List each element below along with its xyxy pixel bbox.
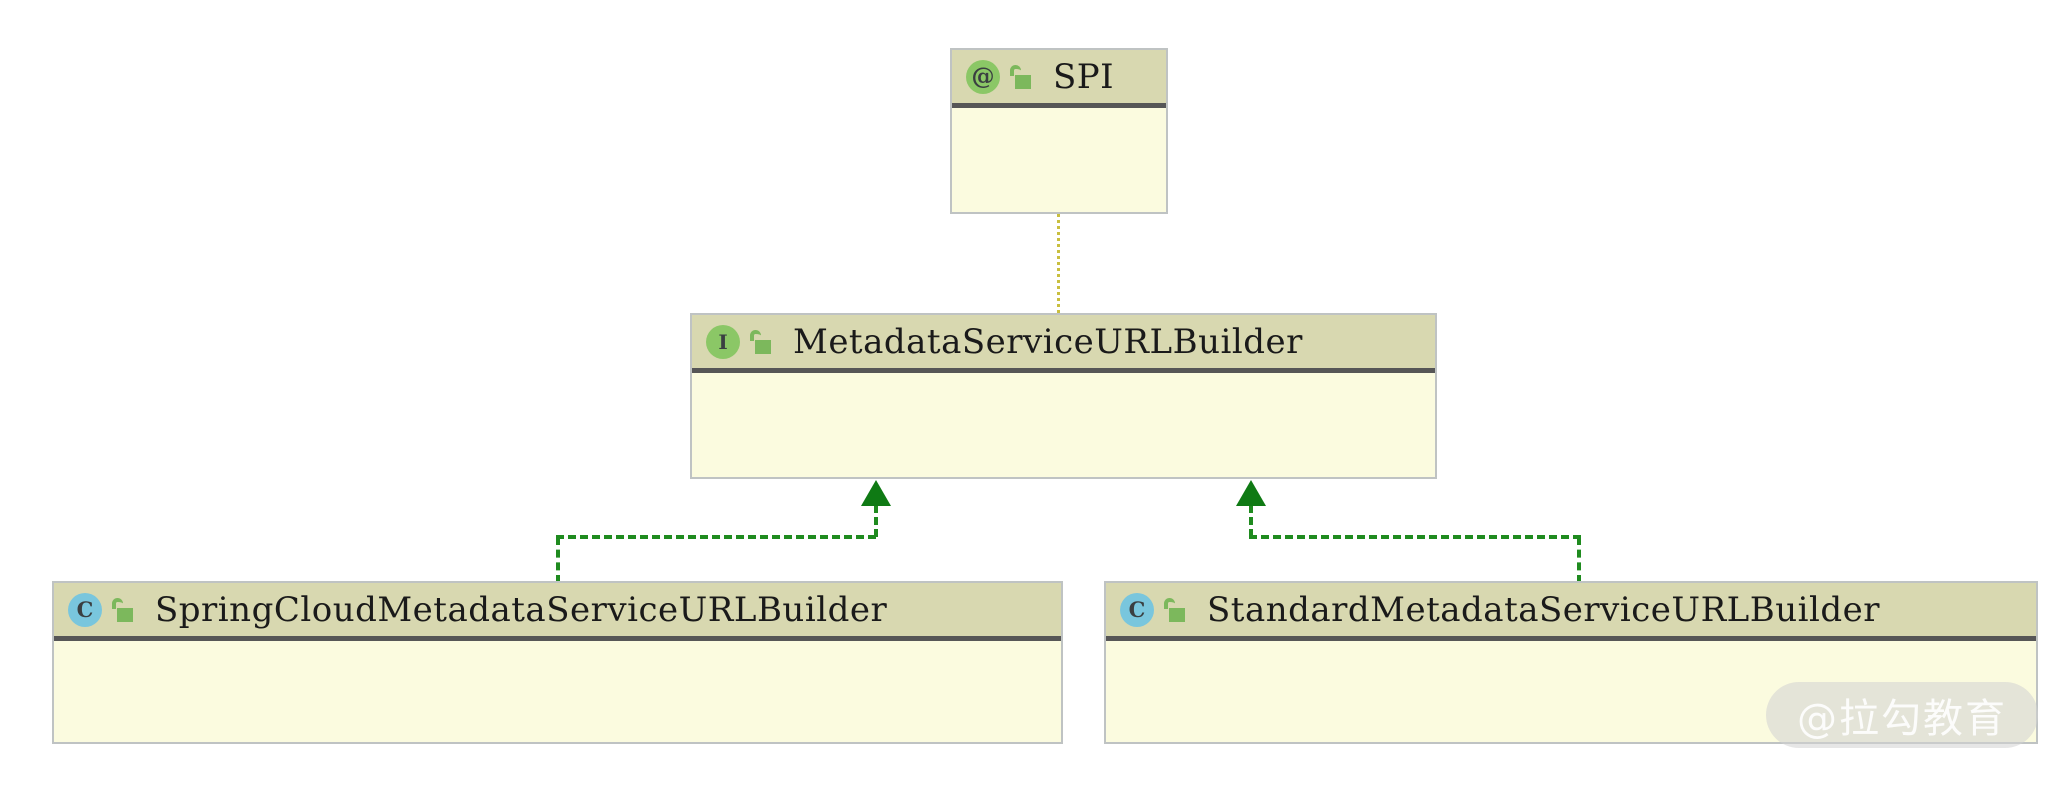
realization-arrowhead-standard [1236,480,1266,506]
unlocked-padlock-icon [1009,64,1031,89]
uml-node-spring-cloud-metadata-service-url-builder[interactable]: C SpringCloudMetadataServiceURLBuilder [52,581,1063,744]
unlocked-padlock-icon [111,597,133,622]
uml-node-standard-metadata-service-url-builder-title: StandardMetadataServiceURLBuilder [1207,589,1881,630]
edge-standard-vertical-upper [1249,505,1253,537]
edge-springcloud-horizontal [556,535,876,539]
uml-node-spring-cloud-metadata-service-url-builder-header: C SpringCloudMetadataServiceURLBuilder [54,583,1061,641]
uml-node-metadata-service-url-builder-body [692,373,1435,476]
edge-standard-vertical-lower [1577,537,1581,583]
uml-node-standard-metadata-service-url-builder[interactable]: C StandardMetadataServiceURLBuilder [1104,581,2038,744]
uml-node-metadata-service-url-builder-header: I MetadataServiceURLBuilder [692,315,1435,373]
uml-node-spring-cloud-metadata-service-url-builder-body [54,641,1061,741]
uml-node-standard-metadata-service-url-builder-body [1106,641,2036,741]
uml-node-standard-metadata-service-url-builder-header: C StandardMetadataServiceURLBuilder [1106,583,2036,641]
uml-node-spring-cloud-metadata-service-url-builder-title: SpringCloudMetadataServiceURLBuilder [155,589,888,630]
class-icon: C [68,592,102,627]
uml-node-metadata-service-url-builder-title: MetadataServiceURLBuilder [793,321,1303,362]
realization-arrowhead-springcloud [861,480,891,506]
class-icon: C [1120,592,1154,627]
edge-springcloud-vertical-upper [874,505,878,537]
edge-springcloud-vertical-lower [556,537,560,583]
interface-icon: I [706,324,740,359]
uml-node-metadata-service-url-builder[interactable]: I MetadataServiceURLBuilder [690,313,1437,479]
uml-node-spi-title: SPI [1053,56,1115,97]
uml-node-spi[interactable]: @ SPI [950,48,1168,214]
edge-spi-to-interface [1057,214,1060,313]
uml-node-spi-header: @ SPI [952,50,1166,108]
annotation-icon: @ [966,59,1000,94]
unlocked-padlock-icon [749,329,771,354]
edge-standard-horizontal [1249,535,1581,539]
uml-node-spi-body [952,108,1166,211]
unlocked-padlock-icon [1163,597,1185,622]
